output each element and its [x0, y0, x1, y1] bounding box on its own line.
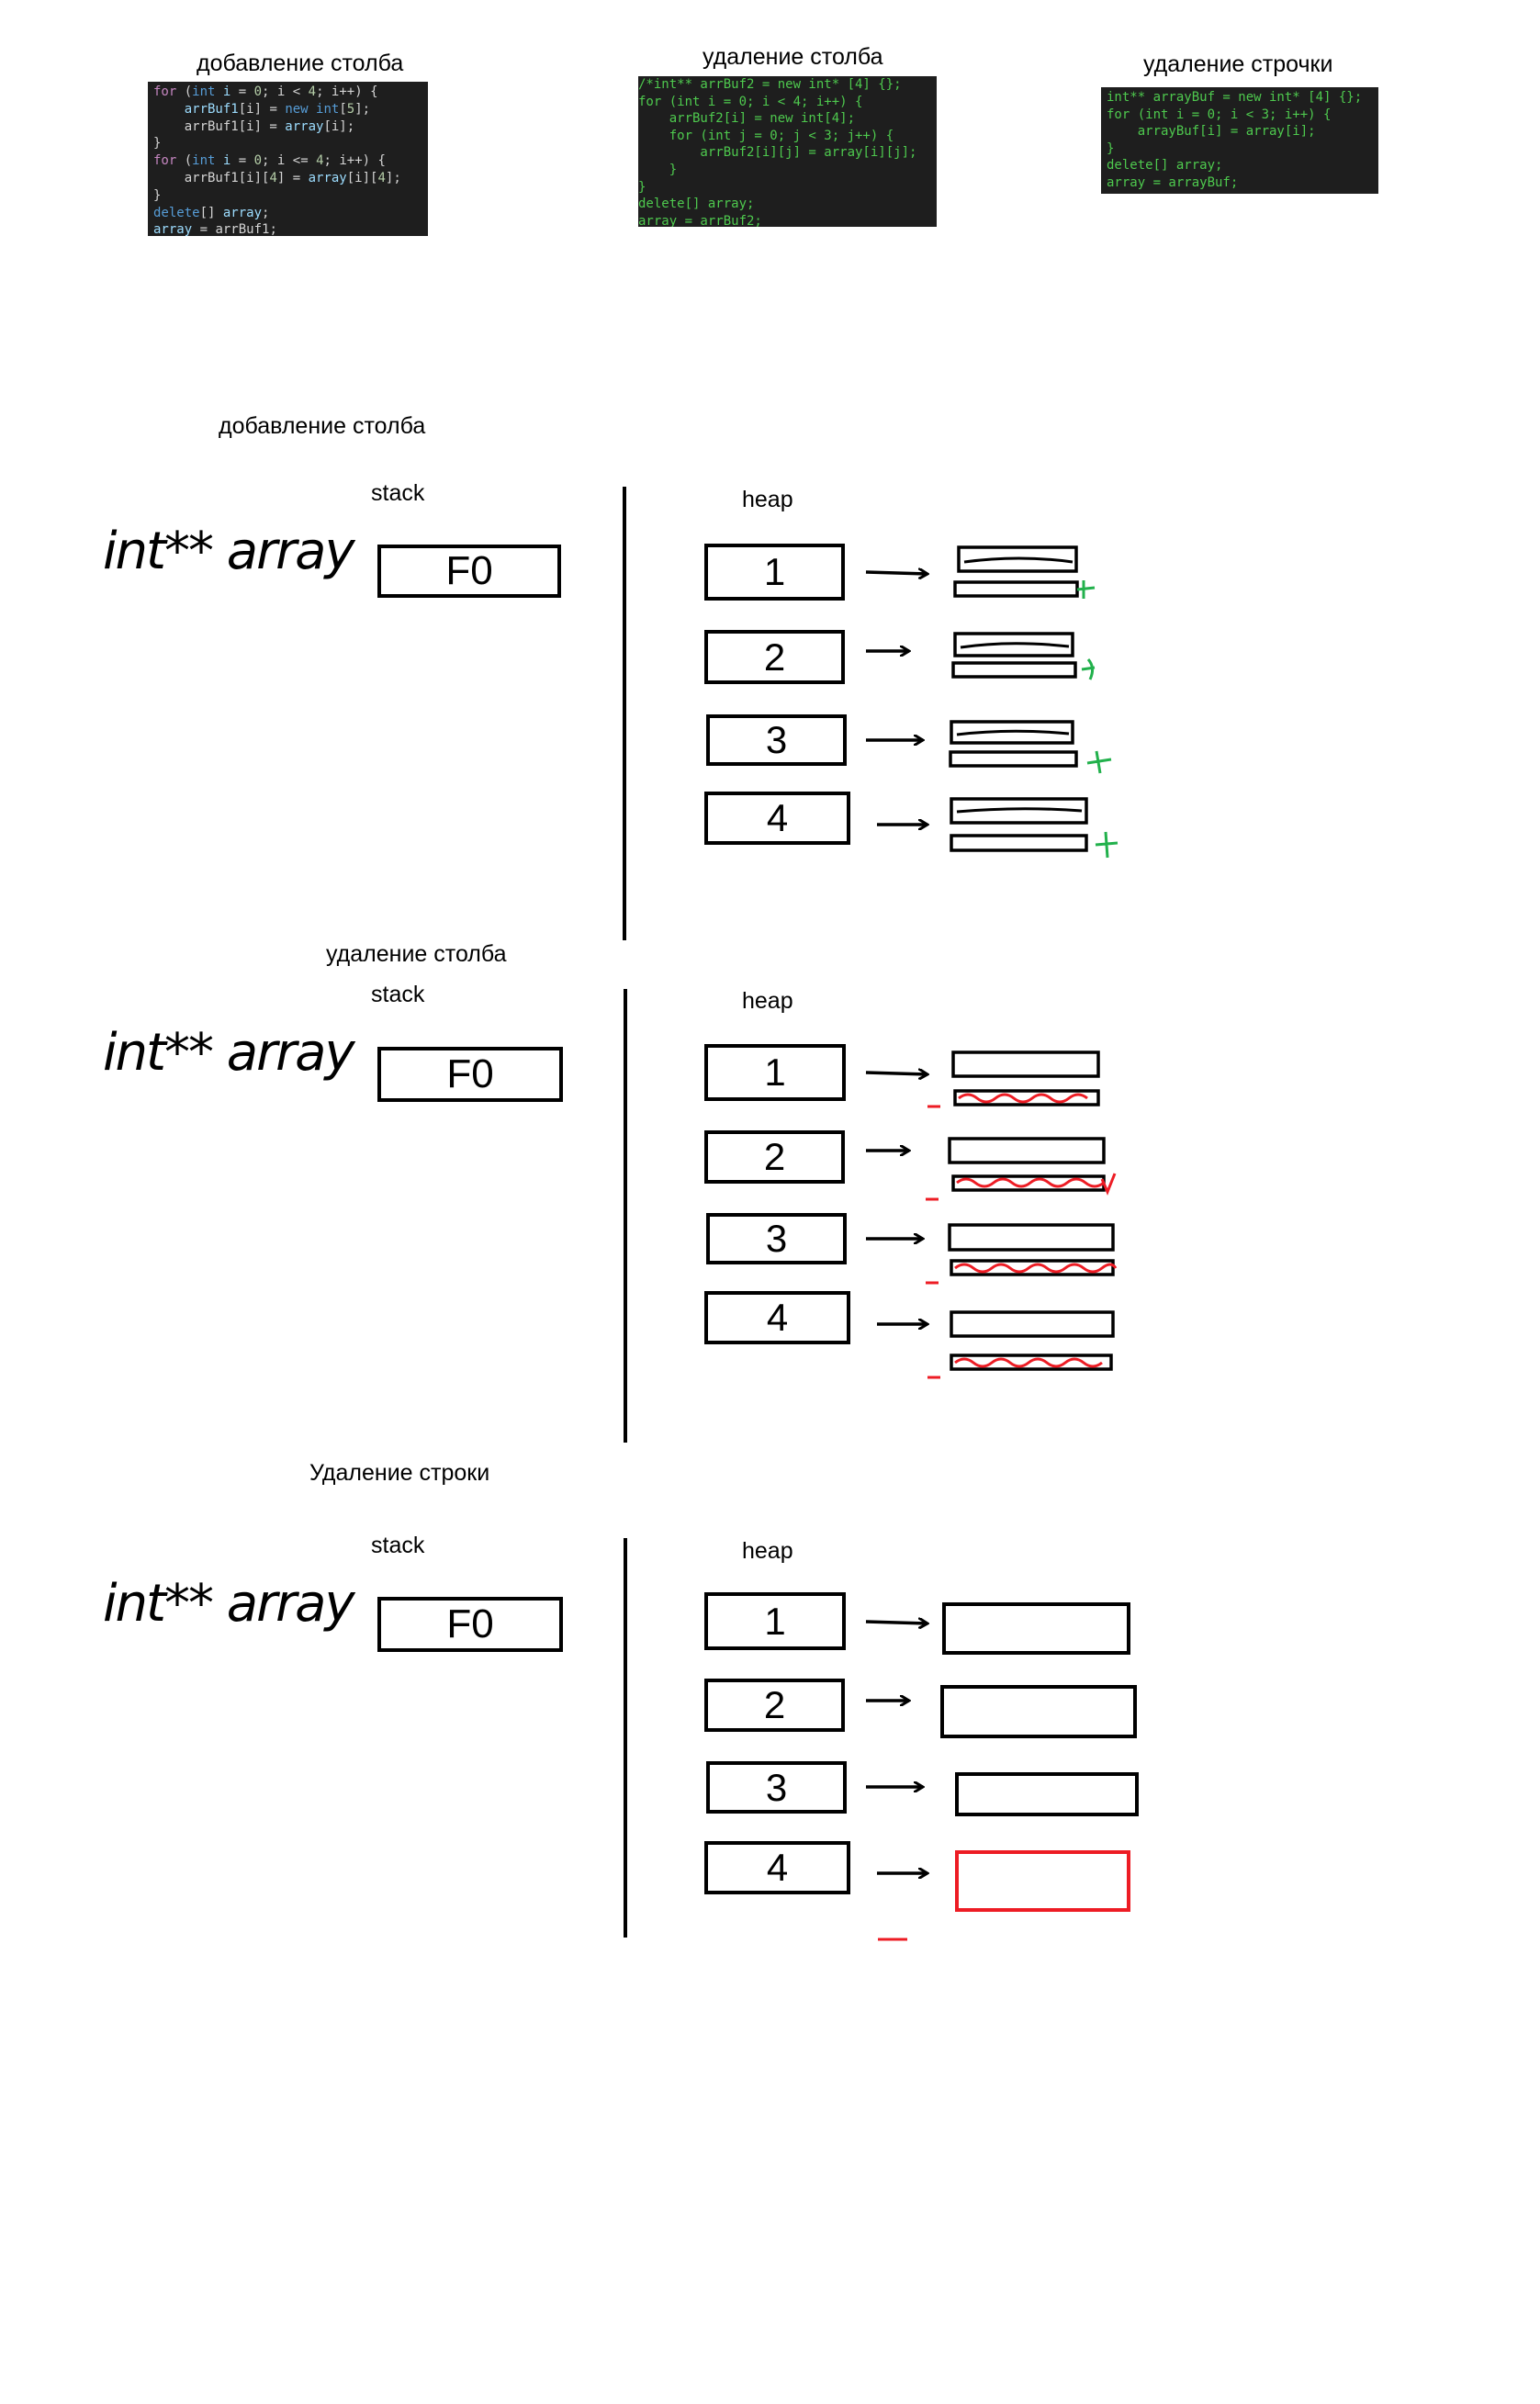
heap-label: heap [742, 1538, 793, 1564]
code-line: } [153, 187, 162, 203]
heap-row-array [948, 1137, 1106, 1164]
code-line: array = arrayBuf; [1107, 174, 1239, 190]
plus-marker [1076, 580, 1096, 599]
heap-row-array [957, 545, 1078, 573]
heap-row-pointer: 2 [704, 1679, 845, 1732]
heap-label: heap [742, 487, 793, 512]
section-1-heap [865, 545, 1118, 859]
code-line: array = arrBuf1; [153, 222, 277, 236]
plus-marker [1095, 831, 1118, 859]
code-line: } [153, 136, 162, 152]
variable-label: int** array [103, 1574, 355, 1634]
pointer-arrow [865, 1073, 927, 1074]
code-block: /*int** arrBuf2 = new int* [4] {}; for (i… [638, 76, 937, 227]
strike-squiggle [954, 1263, 1118, 1274]
heap-label: heap [742, 988, 793, 1014]
stack-label: stack [371, 480, 425, 506]
added-column-cell [951, 661, 1077, 679]
code-line: delete[] array; [153, 205, 270, 220]
heap-row-array [951, 1050, 1100, 1078]
removed-column-cell [950, 1354, 1113, 1371]
strike-squiggle [958, 1093, 1088, 1104]
heap-row-pointer: 3 [706, 714, 847, 766]
code-line: for (int i = 0; i <= 4; i++) { [153, 153, 386, 169]
section-2-heap [865, 1050, 1118, 1379]
heap-row-pointer: 2 [704, 630, 845, 684]
heap-row-pointer: 1 [704, 1592, 846, 1650]
code-line: } [638, 162, 678, 177]
removed-column-cell [953, 1089, 1100, 1107]
code-line: for (int i = 0; i < 3; i++) { [1107, 107, 1332, 122]
heap-row-pointer: 4 [704, 792, 850, 845]
heap-row-array [940, 1685, 1137, 1738]
heap-row-pointer: 1 [704, 544, 845, 601]
stack-pointer-cell: F0 [377, 1597, 563, 1652]
section-3-heap [865, 1602, 1139, 1941]
variable-label: int** array [103, 1023, 355, 1083]
heap-row-array [953, 632, 1074, 657]
strike-squiggle [956, 1177, 1105, 1188]
stack-pointer-cell: F0 [377, 1047, 563, 1102]
code-line: arrBuf1[i][4] = array[i][4]; [153, 170, 401, 185]
plus-marker [1086, 750, 1112, 774]
section-title: удаление столба [326, 941, 507, 967]
heap-row-array [950, 1310, 1115, 1338]
code-line: for (int i = 0; i < 4; i++) { [153, 84, 378, 99]
snippet-title: добавление столба [197, 51, 404, 76]
stack-label: stack [371, 1533, 425, 1558]
stack-pointer-cell: F0 [377, 545, 561, 598]
heap-row-array [942, 1602, 1130, 1655]
pointer-arrow [865, 1622, 927, 1623]
stack-label: stack [371, 982, 425, 1007]
snippet-title: удаление строчки [1143, 51, 1333, 77]
code-line: arrBuf1[i] = new int[5]; [184, 101, 371, 117]
code-line: arrayBuf[i] = array[i]; [1107, 124, 1316, 140]
code-line: int** arrayBuf = new int* [4] {}; [1107, 90, 1363, 105]
strike-squiggle [954, 1357, 1103, 1368]
code-line: } [638, 179, 646, 195]
heap-row-array [948, 1223, 1115, 1252]
heap-row-pointer: 1 [704, 1044, 846, 1101]
removed-column-cell [950, 1259, 1115, 1276]
code-line: delete[] array; [638, 197, 755, 212]
code-block: int** arrayBuf = new int* [4] {}; for (in… [1101, 87, 1378, 194]
heap-row-array [950, 797, 1088, 825]
code-block: for (int i = 0; i < 4; i++) { arrBuf1[i]… [148, 82, 428, 236]
heap-row-pointer: 3 [706, 1213, 847, 1264]
heap-row-pointer: 4 [704, 1291, 850, 1344]
added-column-cell [953, 580, 1079, 598]
code-line: } [1107, 140, 1115, 156]
heap-row-pointer: 3 [706, 1761, 847, 1814]
heap-row-pointer: 2 [704, 1130, 845, 1184]
plus-marker [1081, 658, 1096, 680]
pointer-arrow [865, 572, 927, 574]
added-column-cell [950, 834, 1088, 852]
code-line: arrBuf2[i] = new int[4]; [638, 111, 856, 127]
heap-row-array [955, 1772, 1139, 1816]
section-title: добавление столба [219, 413, 426, 439]
removed-row-array [955, 1850, 1130, 1912]
section-title: Удаление строки [309, 1460, 490, 1486]
code-line: arrBuf1[i] = array[i]; [153, 118, 355, 134]
code-line: for (int i = 0; i < 4; i++) { [638, 94, 863, 109]
heap-row-pointer: 4 [704, 1841, 850, 1894]
code-line: arrBuf2[i][j] = array[i][j]; [638, 145, 917, 161]
variable-label: int** array [103, 522, 355, 581]
code-line: delete[] array; [1107, 158, 1223, 174]
heap-row-array [950, 720, 1074, 745]
code-line: array = arrBuf2; [638, 213, 762, 227]
snippet-title: удаление столба [703, 44, 883, 70]
code-line: /*int** arrBuf2 = new int* [4] {}; [638, 77, 902, 92]
code-line: for (int j = 0; j < 3; j++) { [638, 128, 894, 143]
added-column-cell [949, 750, 1078, 768]
